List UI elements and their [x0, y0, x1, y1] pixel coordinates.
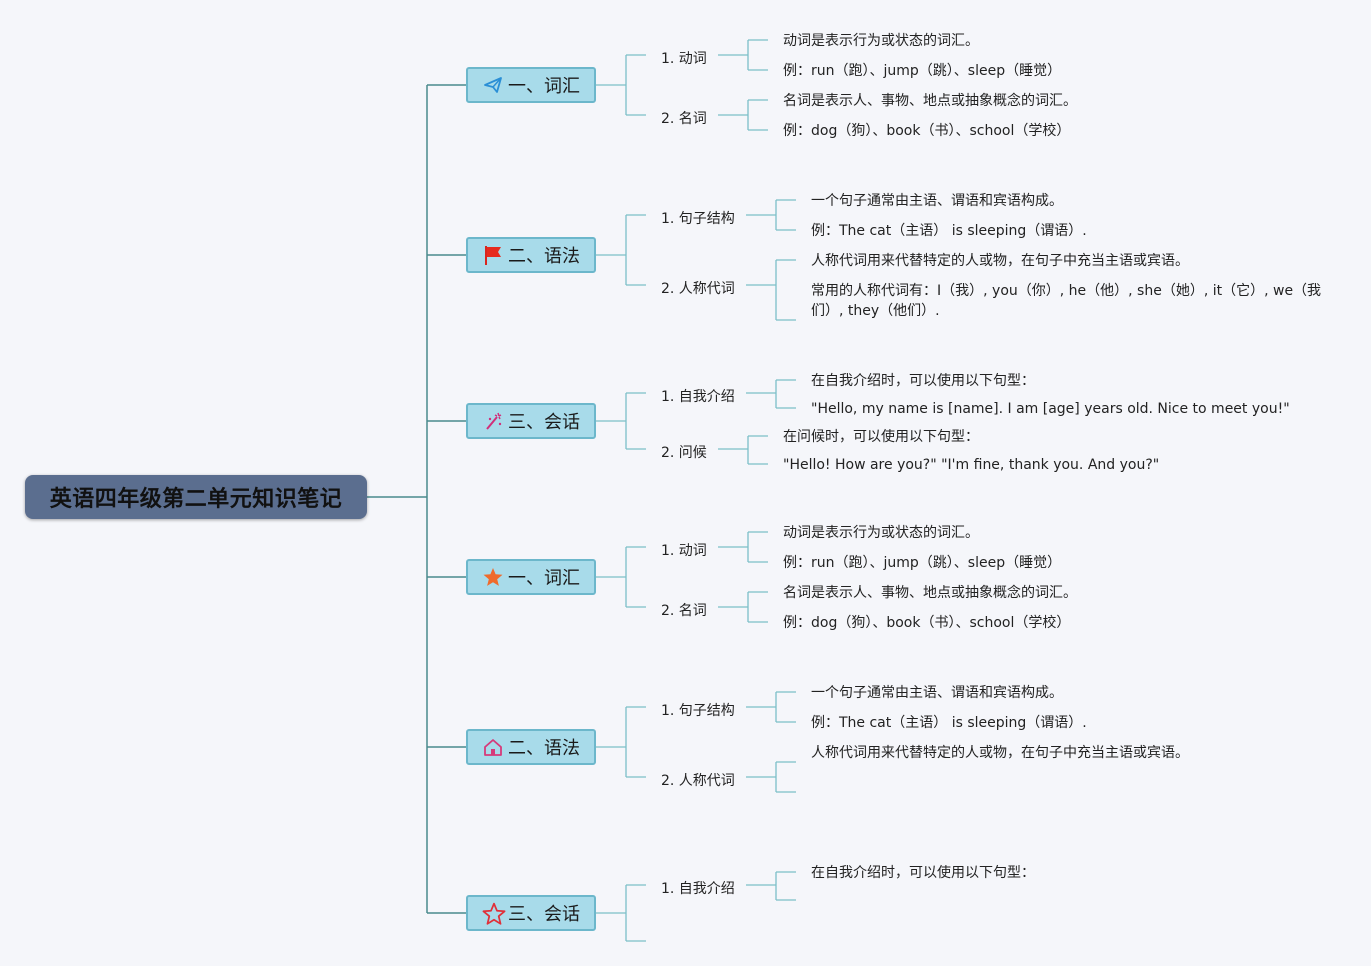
- sub-topic[interactable]: 2. 问候: [661, 445, 707, 461]
- leaf-note: "Hello! How are you?" "I'm fine, thank y…: [783, 457, 1160, 473]
- branch-label: 三、会话: [508, 904, 580, 925]
- sub-topic[interactable]: 2. 人称代词: [661, 773, 735, 789]
- leaf-note: 人称代词用来代替特定的人或物，在句子中充当主语或宾语。: [811, 745, 1189, 761]
- sub-topic[interactable]: 1. 句子结构: [661, 211, 735, 227]
- sub-topic[interactable]: 1. 动词: [661, 51, 707, 67]
- branch-node-5[interactable]: 二、语法: [466, 729, 596, 765]
- branch-node-3[interactable]: 三、会话: [466, 403, 596, 439]
- leaf-note: 动词是表示行为或状态的词汇。: [783, 33, 979, 49]
- leaf-note: 例：The cat（主语） is sleeping（谓语）.: [811, 715, 1087, 731]
- branch-label: 三、会话: [508, 412, 580, 433]
- leaf-note: 例：dog（狗）、book（书）、school（学校）: [783, 123, 1071, 139]
- branch-label: 一、词汇: [508, 568, 580, 589]
- leaf-note: 一个句子通常由主语、谓语和宾语构成。: [811, 193, 1063, 209]
- leaf-note: 例：The cat（主语） is sleeping（谓语）.: [811, 223, 1087, 239]
- branch-label: 二、语法: [508, 246, 580, 267]
- leaf-note: 们）, they（他们）.: [811, 303, 940, 319]
- paper-plane-icon: [482, 74, 504, 96]
- orange-star-icon: [482, 566, 504, 588]
- root-title: 英语四年级第二单元知识笔记: [49, 487, 343, 512]
- branch-node-2[interactable]: 二、语法: [466, 237, 596, 273]
- sub-topic[interactable]: 1. 句子结构: [661, 703, 735, 719]
- leaf-note: 人称代词用来代替特定的人或物，在句子中充当主语或宾语。: [811, 253, 1189, 269]
- leaf-note: 名词是表示人、事物、地点或抽象概念的词汇。: [783, 93, 1077, 109]
- house-icon: [482, 736, 504, 758]
- sub-topic[interactable]: 2. 名词: [661, 603, 707, 619]
- branch-node-4[interactable]: 一、词汇: [466, 559, 596, 595]
- root-node[interactable]: 英语四年级第二单元知识笔记: [25, 475, 367, 519]
- leaf-note: 一个句子通常由主语、谓语和宾语构成。: [811, 685, 1063, 701]
- branch-label: 一、词汇: [508, 76, 580, 97]
- leaf-note: 例：run（跑）、jump（跳）、sleep（睡觉）: [783, 555, 1062, 571]
- leaf-note: 常用的人称代词有：I（我）, you（你）, he（他）, she（她）, it…: [811, 283, 1322, 299]
- red-flag-icon: [482, 244, 504, 266]
- leaf-note: 在自我介绍时，可以使用以下句型：: [811, 373, 1035, 389]
- leaf-note: 名词是表示人、事物、地点或抽象概念的词汇。: [783, 585, 1077, 601]
- branch-node-1[interactable]: 一、词汇: [466, 67, 596, 103]
- branch-node-6[interactable]: 三、会话: [466, 895, 596, 931]
- star-outline-icon: [482, 902, 506, 925]
- leaf-note: 动词是表示行为或状态的词汇。: [783, 525, 979, 541]
- sub-topic[interactable]: 1. 动词: [661, 543, 707, 559]
- leaf-note: 例：dog（狗）、book（书）、school（学校）: [783, 615, 1071, 631]
- sub-topic[interactable]: 1. 自我介绍: [661, 881, 735, 897]
- sub-topic[interactable]: 1. 自我介绍: [661, 389, 735, 405]
- leaf-note: 在问候时，可以使用以下句型：: [783, 429, 979, 445]
- leaf-note: 例：run（跑）、jump（跳）、sleep（睡觉）: [783, 63, 1062, 79]
- branch-label: 二、语法: [508, 738, 580, 759]
- sub-topic[interactable]: 2. 人称代词: [661, 281, 735, 297]
- magic-wand-icon: [482, 410, 504, 432]
- sub-topic[interactable]: 2. 名词: [661, 111, 707, 127]
- leaf-note: 在自我介绍时，可以使用以下句型：: [811, 865, 1035, 881]
- leaf-note: "Hello, my name is [name]. I am [age] ye…: [811, 401, 1290, 417]
